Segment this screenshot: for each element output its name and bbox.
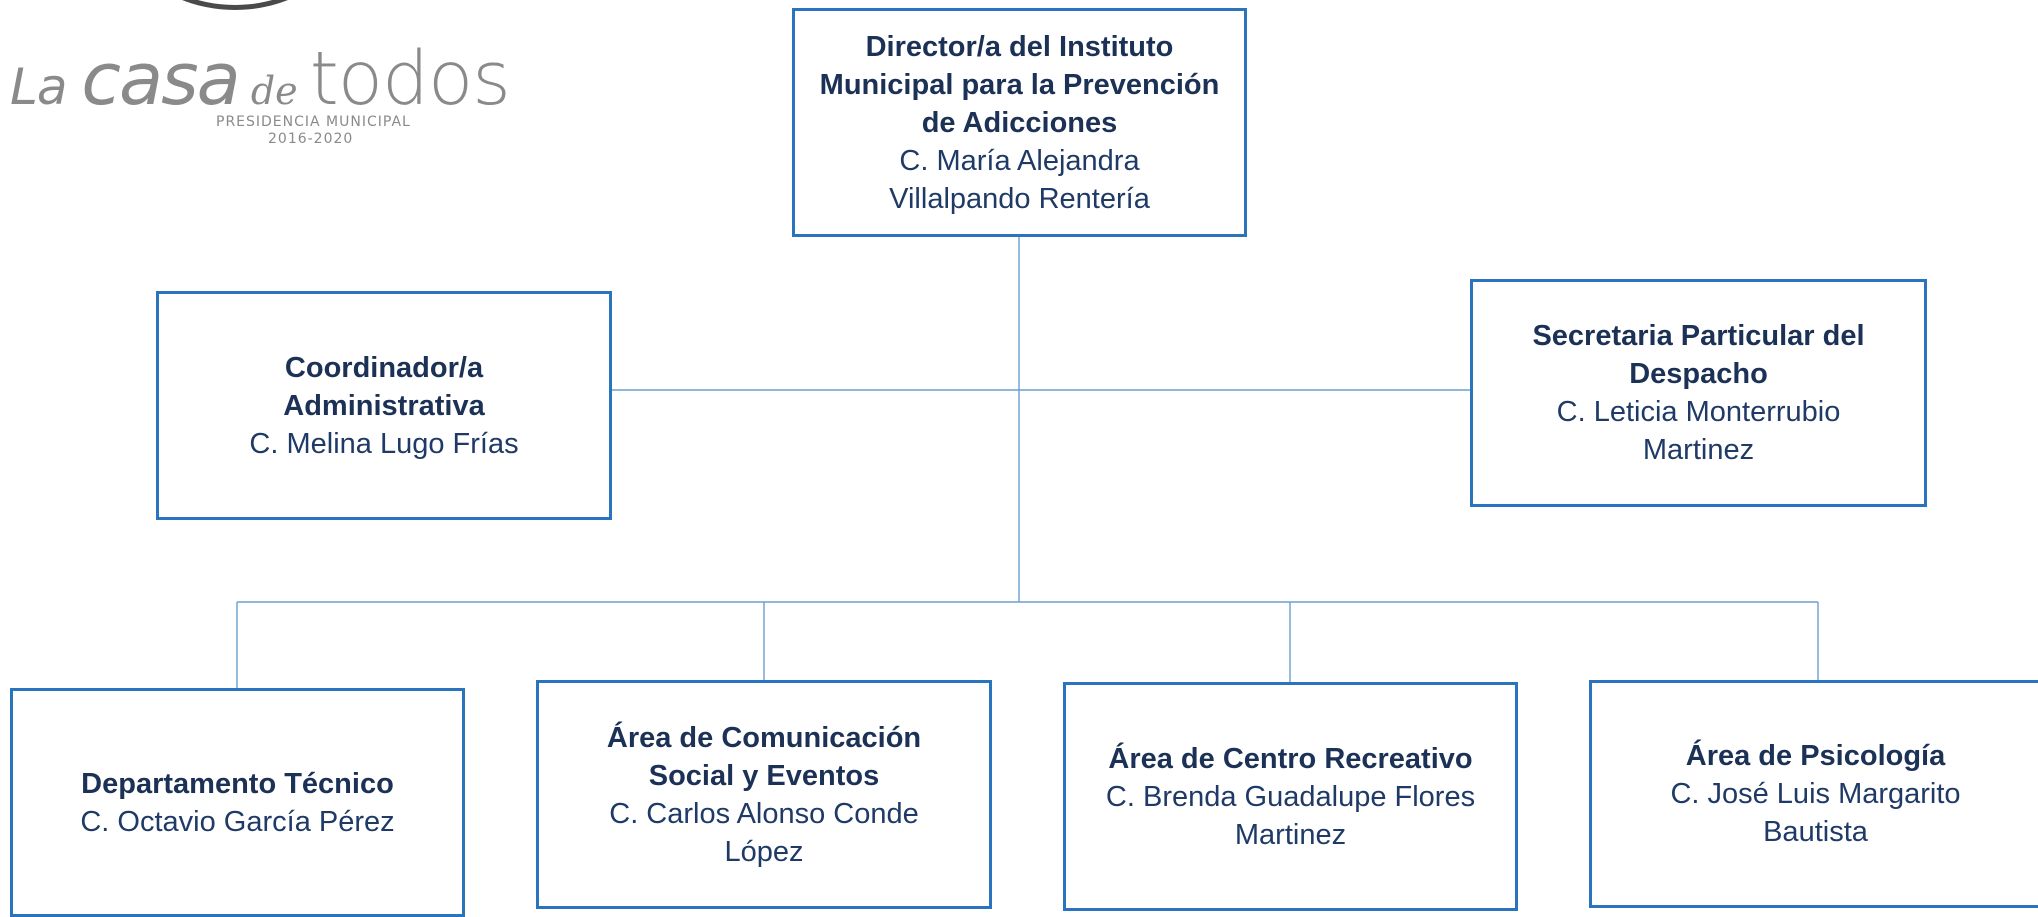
- departamento-tecnico-person-line-1: C. Octavio García Pérez: [80, 805, 395, 838]
- comunicacion-person-line-2: López: [724, 835, 804, 868]
- director-box: Director/a del Instituto Municipal para …: [792, 8, 1247, 237]
- departamento-tecnico-box: Departamento Técnico C. Octavio García P…: [10, 688, 465, 917]
- director-title-line-1: Director/a del Instituto: [865, 30, 1174, 63]
- coordinador-person-line-1: C. Melina Lugo Frías: [249, 427, 519, 460]
- director-person-line-1: C. María Alejandra: [899, 144, 1140, 177]
- secretaria-title-line-1: Secretaria Particular del: [1532, 320, 1865, 352]
- logo-emblem-arc: [85, 0, 385, 10]
- psicologia-person-line-2: Bautista: [1763, 816, 1868, 848]
- logo-period: 2016-2020: [268, 131, 354, 147]
- logo-tagline: PRESIDENCIA MUNICIPAL: [216, 114, 411, 130]
- logo-wordmark: La casa de todos: [10, 36, 511, 122]
- coordinador-box: Coordinador/a Administrativa C. Melina L…: [156, 291, 612, 520]
- psicologia-person-line-1: C. José Luis Margarito: [1670, 778, 1961, 810]
- director-title-line-2: Municipal para la Prevención: [819, 68, 1220, 101]
- centro-recreativo-person-line-2: Martinez: [1234, 818, 1347, 851]
- presidencia-logo: La casa de todos PRESIDENCIA MUNICIPAL 2…: [10, 0, 511, 170]
- psicologia-box: Área de Psicología C. José Luis Margarit…: [1589, 680, 2038, 908]
- centro-recreativo-title-line-1: Área de Centro Recreativo: [1108, 742, 1473, 775]
- comunicacion-title-line-2: Social y Eventos: [648, 759, 880, 792]
- secretaria-person-line-1: C. Leticia Monterrubio: [1556, 396, 1841, 428]
- comunicacion-box: Área de Comunicación Social y Eventos C.…: [536, 680, 992, 909]
- comunicacion-title-line-1: Área de Comunicación: [606, 721, 922, 754]
- centro-recreativo-box: Área de Centro Recreativo C. Brenda Guad…: [1063, 682, 1518, 911]
- secretaria-title-line-2: Despacho: [1629, 358, 1768, 390]
- director-person-line-2: Villalpando Rentería: [889, 182, 1150, 215]
- centro-recreativo-person-line-1: C. Brenda Guadalupe Flores: [1105, 780, 1476, 813]
- director-title-line-3: de Adicciones: [921, 106, 1118, 139]
- departamento-tecnico-title-line-1: Departamento Técnico: [81, 767, 394, 800]
- secretaria-person-line-2: Martinez: [1642, 434, 1755, 466]
- comunicacion-person-line-1: C. Carlos Alonso Conde: [609, 797, 919, 830]
- secretaria-box: Secretaria Particular del Despacho C. Le…: [1470, 279, 1927, 507]
- coordinador-title-line-1: Coordinador/a: [284, 351, 484, 384]
- coordinador-title-line-2: Administrativa: [283, 389, 485, 422]
- psicologia-title-line-1: Área de Psicología: [1685, 740, 1946, 772]
